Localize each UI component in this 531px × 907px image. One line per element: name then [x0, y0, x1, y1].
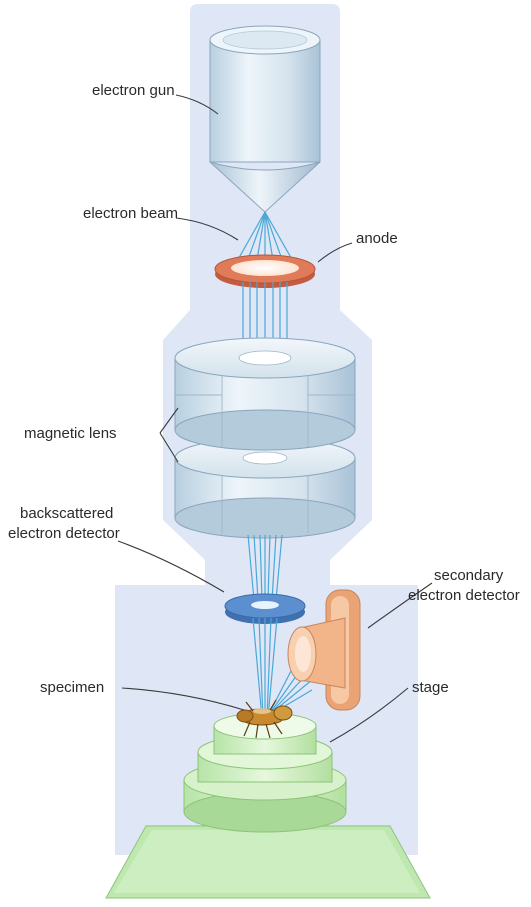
label-anode: anode [356, 230, 398, 247]
label-backscattered-line1: backscattered [20, 505, 113, 522]
label-specimen: specimen [40, 679, 104, 696]
label-magnetic-lens: magnetic lens [24, 425, 117, 442]
magnetic-lens-lower [175, 438, 355, 538]
magnetic-lens-upper [175, 338, 355, 450]
label-stage: stage [412, 679, 449, 696]
label-secondary-line2: electron detector [408, 587, 520, 604]
label-secondary-line1: secondary [434, 567, 504, 584]
label-backscattered-line2: electron detector [8, 525, 120, 542]
label-electron-beam: electron beam [83, 205, 178, 222]
label-electron-gun: electron gun [92, 82, 175, 99]
